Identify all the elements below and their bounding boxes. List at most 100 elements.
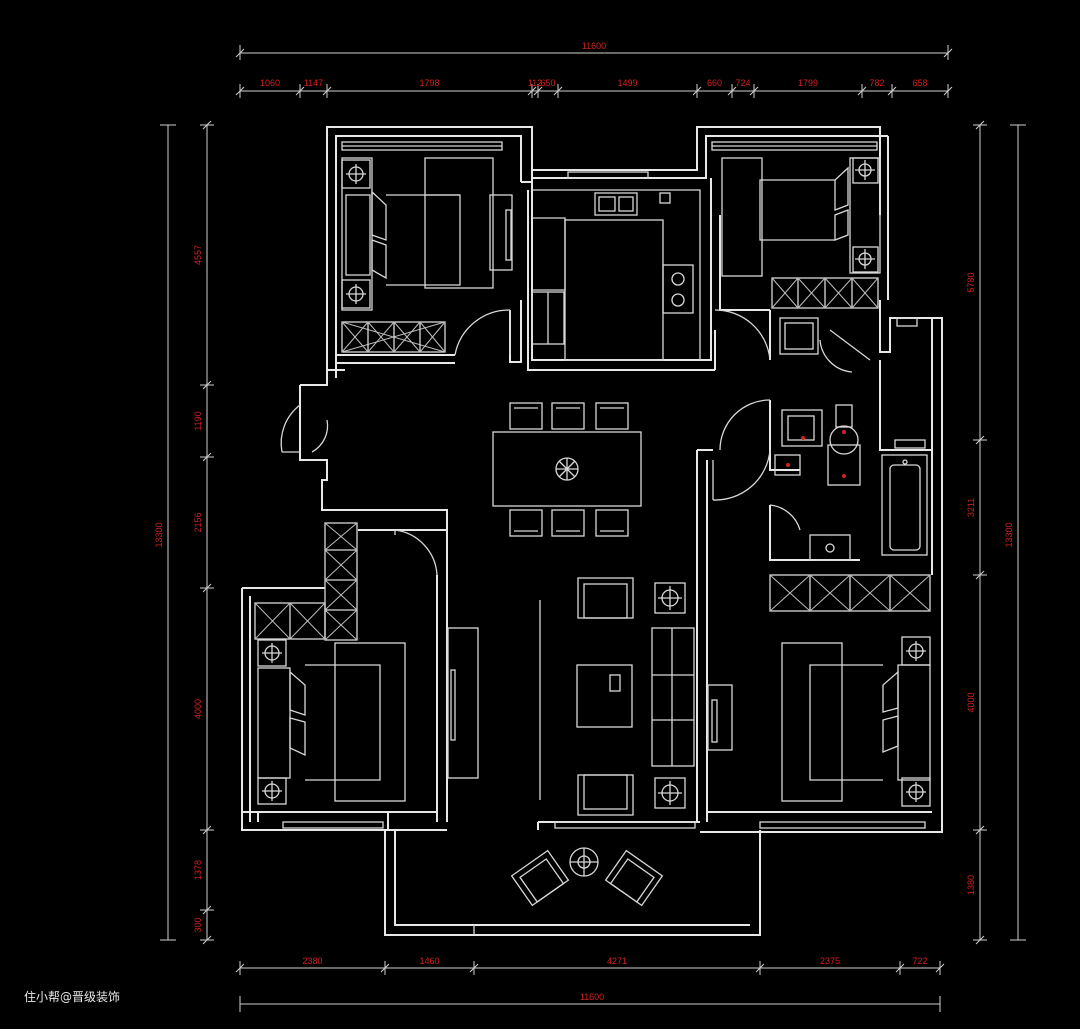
dimension-label: 4000 <box>193 699 203 719</box>
dining-chair <box>595 509 629 537</box>
side-table-lamp-top <box>654 582 686 614</box>
dimension-label: 4000 <box>966 692 976 712</box>
watermark-text: 住小帮@晋级装饰 <box>24 990 121 1004</box>
dimension-label: 1190 <box>193 411 203 430</box>
nightstand-lamp-1 <box>341 159 371 309</box>
dimension-label: 722 <box>912 956 927 966</box>
living-room <box>447 577 695 816</box>
right-dimension-lines <box>973 120 1026 945</box>
dimension-label: 782 <box>869 78 884 88</box>
dimension-tick <box>235 86 245 96</box>
shower-area <box>827 444 861 486</box>
dimension-label: 1060 <box>260 78 280 88</box>
dimension-tick <box>553 86 563 96</box>
nightstand-lamp-4 <box>901 636 931 807</box>
dimension-label: 1380 <box>966 875 976 895</box>
coffee-table <box>576 664 633 728</box>
windows <box>282 141 926 829</box>
dining-chair <box>595 402 629 430</box>
dimension-tick <box>469 963 479 973</box>
dimension-tick <box>692 86 702 96</box>
dimension-tick <box>202 120 212 130</box>
walls <box>241 126 943 936</box>
nightstand-lamp-2 <box>852 157 879 273</box>
dimension-label: 5780 <box>966 272 976 292</box>
dimension-tick <box>380 963 390 973</box>
toilet-1 <box>835 404 853 428</box>
top-total-dimension: 11600 <box>582 41 606 51</box>
dimension-tick <box>935 963 945 973</box>
top-dimension-lines <box>235 45 953 98</box>
dimension-tick <box>895 963 905 973</box>
dimension-tick <box>202 380 212 390</box>
dimension-tick <box>975 120 985 130</box>
washbasin-1 <box>781 409 823 447</box>
dining-chairs <box>509 402 629 537</box>
dimension-label: 2380 <box>302 956 322 966</box>
dimension-tick <box>322 86 332 96</box>
dimension-tick <box>975 825 985 835</box>
doors <box>280 309 871 576</box>
dimension-tick <box>202 905 212 915</box>
dimension-label: 300 <box>193 917 203 932</box>
tv-stand-4 <box>707 684 733 751</box>
dimension-label: 1147 <box>304 78 323 88</box>
dimension-tick <box>202 935 212 945</box>
bottom-total-dimension: 11600 <box>580 992 604 1002</box>
dimension-tick <box>202 825 212 835</box>
kitchen <box>531 189 701 361</box>
bedroom-3 <box>254 522 406 805</box>
dimension-tick <box>527 86 537 96</box>
dimension-label: 4271 <box>607 956 627 966</box>
tv-stand-1 <box>489 194 513 271</box>
wardrobe-3 <box>254 522 358 641</box>
dimension-label: 1799 <box>798 78 818 88</box>
dimension-label: 4557 <box>193 245 203 265</box>
wardrobe-1 <box>341 321 446 353</box>
dimension-tick <box>975 570 985 580</box>
dimension-label: 660 <box>707 78 722 88</box>
wardrobe-2 <box>771 277 879 309</box>
dimension-tick <box>943 86 953 96</box>
dimension-tick <box>235 963 245 973</box>
dimension-label: 1798 <box>419 78 439 88</box>
dining-chair <box>509 402 543 430</box>
headboard-4 <box>897 664 931 781</box>
dimension-tick <box>295 86 305 96</box>
dimension-tick <box>202 583 212 593</box>
dimension-tick <box>755 963 765 973</box>
dimension-tick <box>887 86 897 96</box>
dimension-tick <box>533 86 543 96</box>
flower-centerpiece <box>555 457 579 481</box>
dimension-label: 724 <box>735 78 750 88</box>
right-total-dimension: 13300 <box>1004 522 1014 547</box>
desk-2 <box>779 317 819 355</box>
bathtub <box>881 454 928 556</box>
dining-chair <box>509 509 543 537</box>
bedroom-1 <box>341 157 513 353</box>
headboard-3 <box>257 667 291 779</box>
bathrooms <box>774 404 928 561</box>
dining-table <box>492 431 642 507</box>
dimension-tick <box>857 86 867 96</box>
dimension-tick <box>727 86 737 96</box>
dimension-label: 1499 <box>617 78 637 88</box>
kitchen-sink <box>594 192 638 216</box>
nightstand-lamp-3 <box>257 639 287 805</box>
left-dimension-lines <box>160 120 214 945</box>
balcony-furniture <box>510 847 664 907</box>
dimension-tick <box>749 86 759 96</box>
dining-chair <box>551 509 585 537</box>
stove <box>662 264 694 314</box>
tv-cabinet <box>447 627 479 779</box>
dimension-label: 112 <box>528 78 542 88</box>
dimension-label: 1460 <box>419 956 439 966</box>
sofa <box>651 627 695 767</box>
side-table-lamp-bottom <box>654 777 686 809</box>
left-total-dimension: 13300 <box>154 522 164 547</box>
